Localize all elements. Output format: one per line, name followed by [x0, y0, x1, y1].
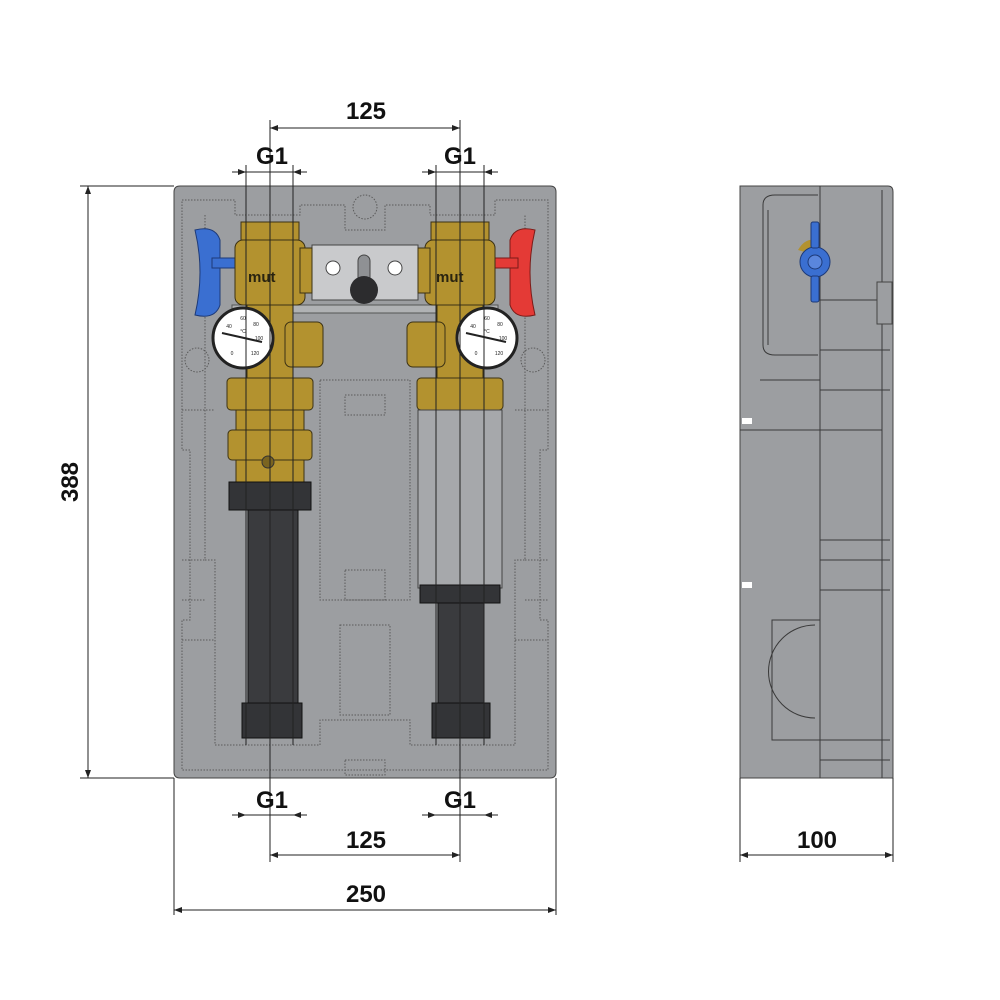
- cold-handle: [194, 228, 221, 317]
- bottom-left-thread-label: G1: [256, 787, 288, 814]
- right-valve-logo: mut: [436, 269, 464, 286]
- svg-text:60: 60: [484, 316, 490, 322]
- svg-text:60: 60: [240, 316, 246, 322]
- bottom-spacing-label: 125: [346, 827, 386, 854]
- hot-handle: [509, 228, 536, 317]
- right-thermometer: 0 40 60 80 100 120 °C: [455, 306, 519, 370]
- svg-text:0: 0: [231, 351, 234, 357]
- svg-text:40: 40: [226, 324, 232, 330]
- left-valve-logo: mut: [248, 269, 276, 286]
- dimension-lines: [80, 120, 894, 915]
- top-right-thread-label: G1: [444, 143, 476, 170]
- svg-text:120: 120: [495, 351, 504, 357]
- top-spacing-label: 125: [346, 98, 386, 125]
- svg-text:100: 100: [255, 336, 264, 342]
- width-label: 250: [346, 881, 386, 908]
- bottom-right-thread-label: G1: [444, 787, 476, 814]
- svg-text:80: 80: [253, 322, 259, 328]
- svg-text:120: 120: [251, 351, 260, 357]
- left-valve-assembly: mut 0 40 60 80 100 120 °C: [194, 221, 324, 739]
- svg-text:40: 40: [470, 324, 476, 330]
- svg-text:0: 0: [475, 351, 478, 357]
- top-left-thread-label: G1: [256, 143, 288, 170]
- svg-text:100: 100: [499, 336, 508, 342]
- front-view: mut 0 40 60 80 100 120 °C: [173, 185, 557, 779]
- height-label: 388: [57, 462, 84, 502]
- side-valve-handle: [798, 221, 831, 303]
- right-pipe: [437, 602, 485, 706]
- svg-text:°C: °C: [484, 329, 490, 335]
- side-view: [739, 185, 894, 779]
- svg-text:°C: °C: [240, 329, 246, 335]
- svg-text:80: 80: [497, 322, 503, 328]
- left-thermometer: 0 40 60 80 100 120 °C: [211, 306, 275, 370]
- depth-label: 100: [797, 827, 837, 854]
- left-pipe: [247, 509, 299, 706]
